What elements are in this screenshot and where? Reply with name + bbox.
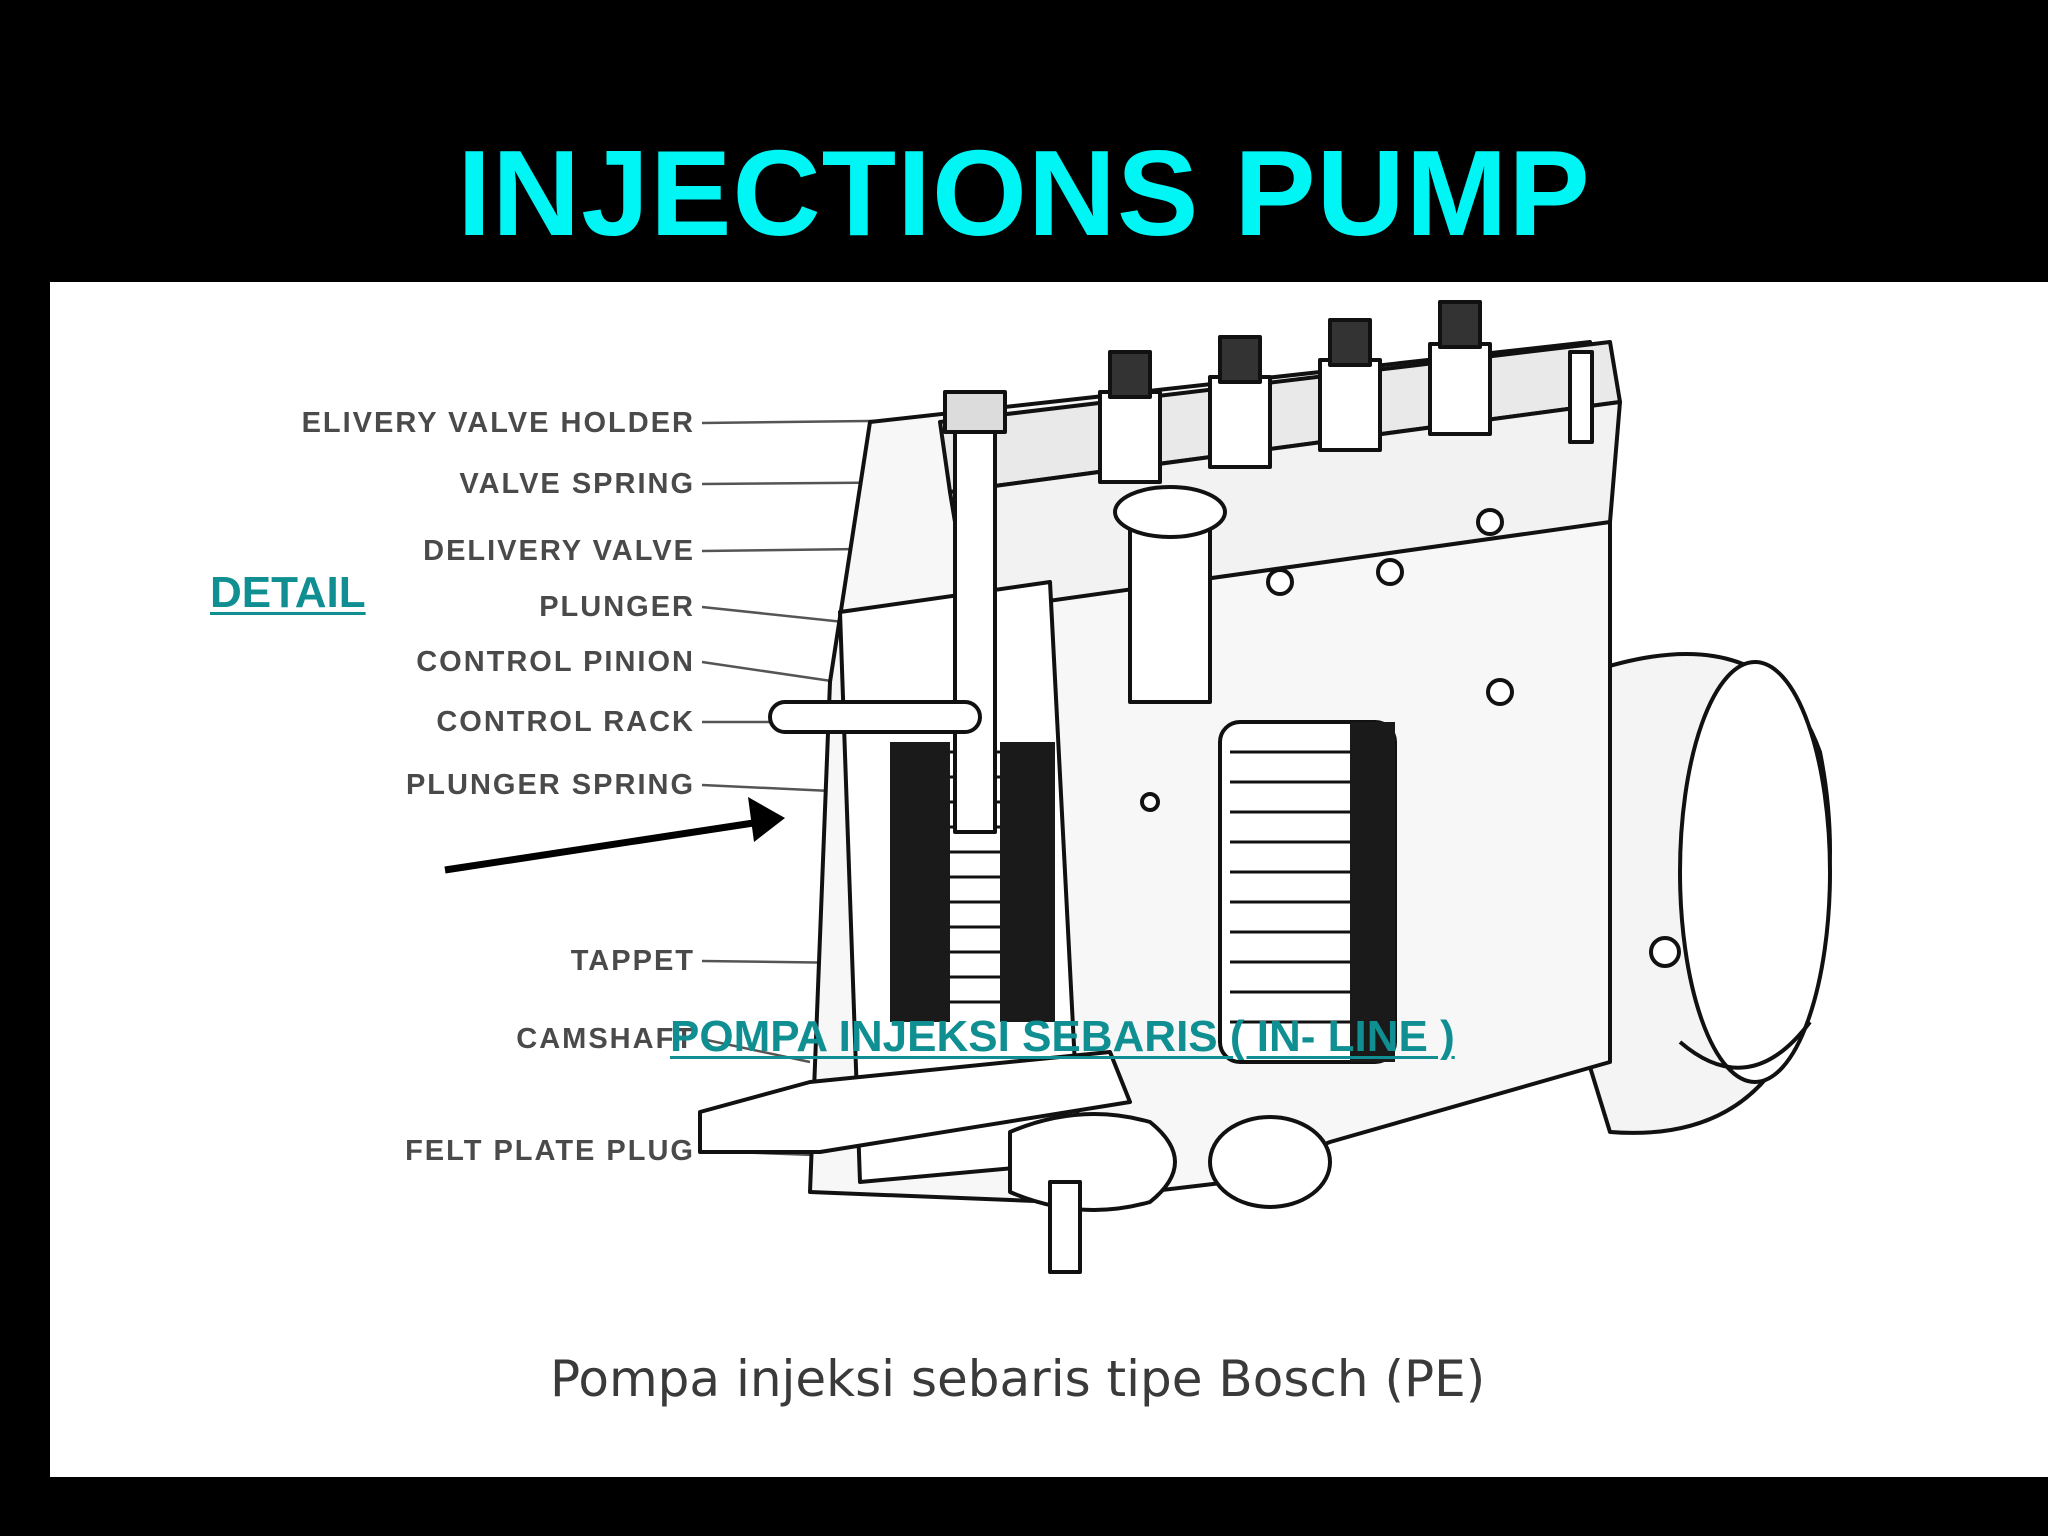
callout-delivery-valve: DELIVERY VALVE xyxy=(423,535,695,567)
injection-pump-illustration: ELIVERY VALVE HOLDER VALVE SPRING DELIVE… xyxy=(302,300,1832,1274)
callout-camshaft: CAMSHAFT xyxy=(516,1023,695,1055)
callout-delivery-valve-holder: ELIVERY VALVE HOLDER xyxy=(302,407,695,439)
callout-control-pinion: CONTROL PINION xyxy=(416,646,695,678)
callout-labels: ELIVERY VALVE HOLDER VALVE SPRING DELIVE… xyxy=(302,407,695,1167)
detail-link[interactable]: DETAIL xyxy=(210,568,366,617)
slide-title: INJECTIONS PUMP xyxy=(457,125,1591,261)
detail-arrow xyxy=(444,797,785,874)
diagram-caption: Pompa injeksi sebaris tipe Bosch (PE) xyxy=(550,1350,1486,1408)
diagram-panel: ELIVERY VALVE HOLDER VALVE SPRING DELIVE… xyxy=(50,282,2048,1477)
callout-plunger: PLUNGER xyxy=(539,591,695,623)
callout-felt-plate-plug: FELT PLATE PLUG xyxy=(405,1135,695,1167)
callout-plunger-spring: PLUNGER SPRING xyxy=(406,769,695,801)
pump-type-link[interactable]: POMPA INJEKSI SEBARIS ( IN- LINE ) xyxy=(670,1012,1455,1061)
callout-valve-spring: VALVE SPRING xyxy=(459,468,695,500)
pump-body xyxy=(698,300,1832,1274)
callout-tappet: TAPPET xyxy=(571,945,695,977)
callout-control-rack: CONTROL RACK xyxy=(436,706,695,738)
